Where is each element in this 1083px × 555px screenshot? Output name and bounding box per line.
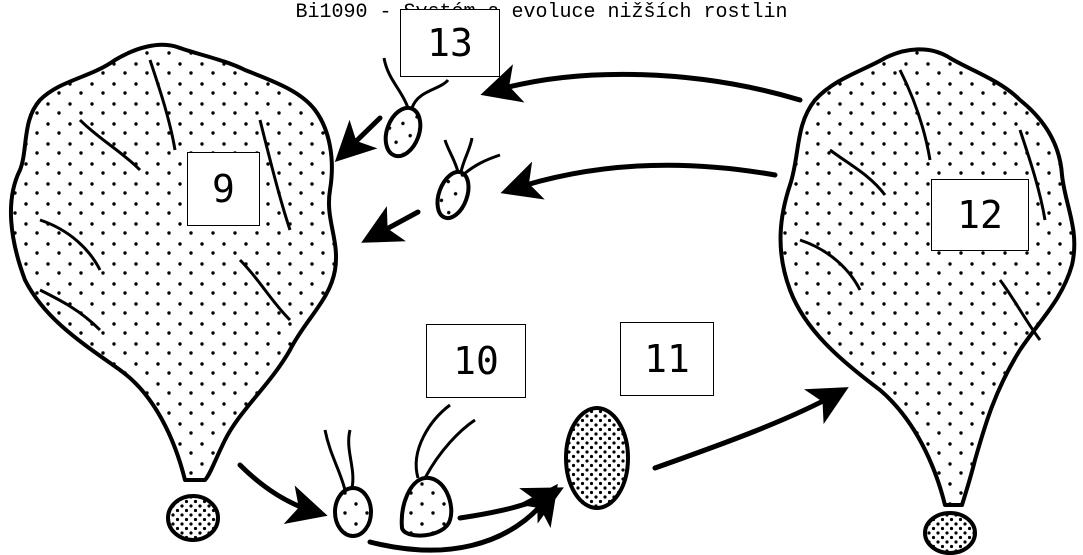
arrow-right-to-zoospore-2 [510,165,775,190]
arrow-gametes-to-zygote [370,492,552,550]
label-10: 10 [426,324,526,398]
label-13: 13 [400,9,500,77]
zoospore-upper-2 [432,138,500,222]
label-12: 12 [931,179,1029,251]
left-thallus [11,45,336,540]
label-9: 9 [187,152,260,226]
arrow-zoospore-2-to-left [370,212,418,238]
right-thallus [781,49,1075,553]
label-11: 11 [620,322,714,396]
arrow-right-to-zoospore-1 [490,74,800,100]
arrow-left-to-gamete [240,465,318,513]
gamete-1 [325,430,371,536]
arrow-zoospore-1-to-left [342,118,380,155]
zygote [566,408,628,508]
arrow-zygote-to-right [655,392,840,468]
